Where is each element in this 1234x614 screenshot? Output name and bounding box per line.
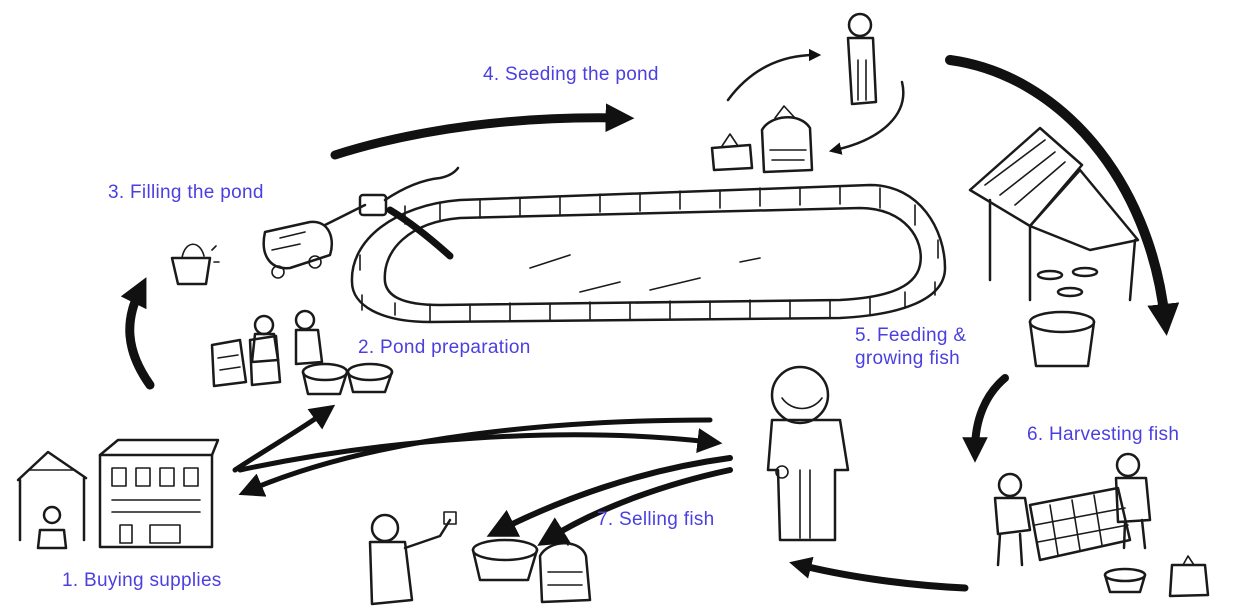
water-glints xyxy=(530,255,760,292)
farmer-figure xyxy=(768,367,848,540)
step-5-label-line1: 5. Feeding & xyxy=(855,325,966,347)
harvesters xyxy=(995,454,1208,596)
pond xyxy=(352,185,945,322)
market-shop xyxy=(18,440,218,548)
fish-buyer xyxy=(370,512,456,604)
step-4-label: 4. Seeding the pond xyxy=(483,64,659,86)
step-2-label: 2. Pond preparation xyxy=(358,337,531,359)
step-1-label: 1. Buying supplies xyxy=(62,570,222,592)
water-bucket xyxy=(172,244,219,284)
step-6-label: 6. Harvesting fish xyxy=(1027,424,1179,446)
step-5-label-line2: growing fish xyxy=(855,348,960,370)
step-3-label: 3. Filling the pond xyxy=(108,182,264,204)
fingerling-bags xyxy=(712,106,812,172)
step-7-label: 7. Selling fish xyxy=(597,509,715,531)
seeding-person xyxy=(848,14,876,104)
fish-basket-and-bag xyxy=(473,532,590,602)
